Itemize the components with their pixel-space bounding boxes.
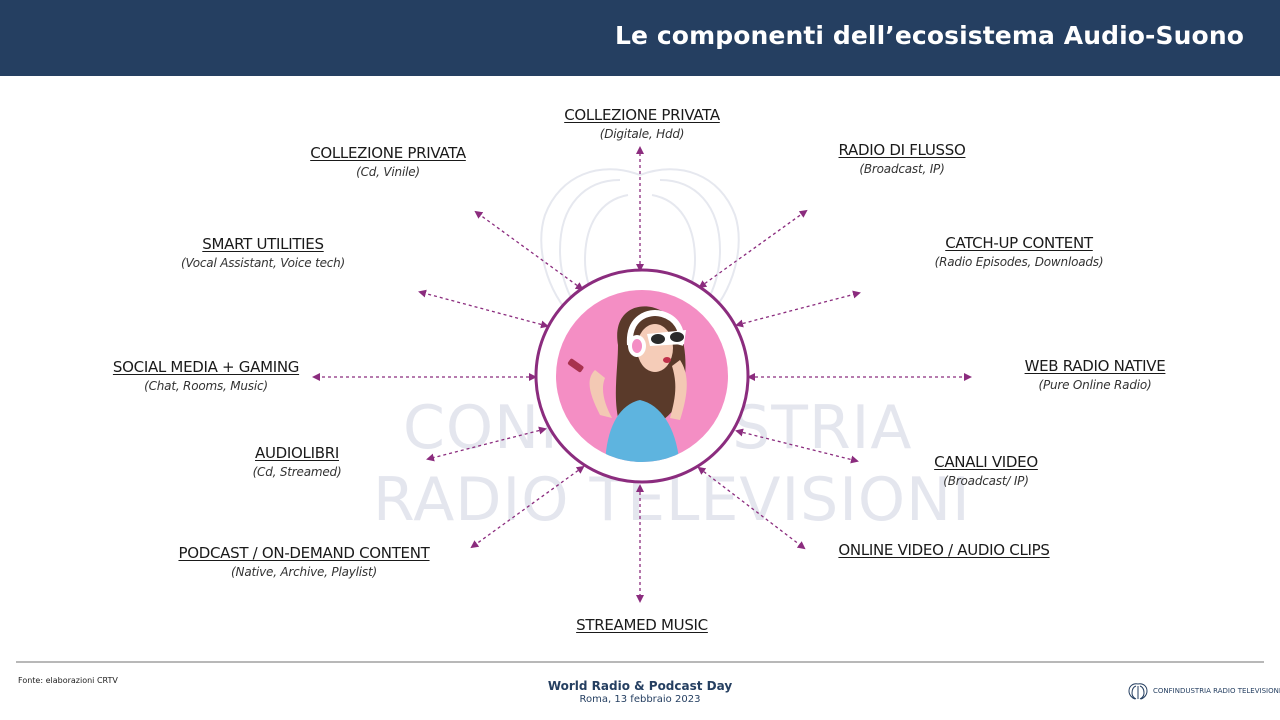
node-catch-up-content: CATCH-UP CONTENT (Radio Episodes, Downlo…	[935, 234, 1104, 269]
event-subtitle: Roma, 13 febbraio 2023	[579, 694, 701, 705]
node-title: PODCAST / ON-DEMAND CONTENT	[178, 544, 430, 562]
event-title: World Radio & Podcast Day	[547, 679, 733, 693]
connector-arrow-5	[697, 466, 806, 550]
node-subtitle: (Vocal Assistant, Voice tech)	[180, 256, 346, 270]
source-note: Fonte: elaborazioni CRTV	[18, 676, 118, 685]
node-subtitle: (Cd, Vinile)	[356, 165, 420, 179]
node-streamed-music: STREAMED MUSIC	[576, 616, 708, 634]
event-block: World Radio & Podcast Day Roma, 13 febbr…	[548, 679, 732, 705]
node-title: SMART UTILITIES	[202, 235, 324, 253]
connector-arrow-8	[426, 426, 547, 462]
center-photo	[556, 290, 728, 462]
node-web-radio-native: WEB RADIO NATIVE (Pure Online Radio)	[1025, 357, 1166, 392]
node-title: COLLEZIONE PRIVATA	[310, 144, 466, 162]
node-canali-video: CANALI VIDEO (Broadcast/ IP)	[934, 453, 1038, 488]
node-radio-di-flusso: RADIO DI FLUSSO (Broadcast, IP)	[839, 141, 966, 176]
brand-name: CONFINDUSTRIA RADIO TELEVISIONI	[1153, 687, 1280, 695]
connector-arrow-4	[735, 428, 859, 464]
node-subtitle: (Digitale, Hdd)	[599, 127, 685, 141]
connector-arrows	[312, 146, 972, 603]
node-collezione-privata-digitale: COLLEZIONE PRIVATA (Digitale, Hdd)	[564, 106, 720, 141]
node-online-video-audio-clips: ONLINE VIDEO / AUDIO CLIPS	[838, 541, 1050, 559]
node-smart-utilities: SMART UTILITIES (Vocal Assistant, Voice …	[181, 235, 345, 270]
node-title: STREAMED MUSIC	[576, 616, 708, 634]
node-title: SOCIAL MEDIA + GAMING	[112, 358, 300, 376]
connector-arrow-1	[698, 209, 808, 289]
connector-arrow-11	[474, 210, 584, 291]
node-subtitle: (Broadcast/ IP)	[943, 474, 1029, 488]
node-collezione-privata-cd: COLLEZIONE PRIVATA (Cd, Vinile)	[310, 144, 466, 179]
node-subtitle: (Chat, Rooms, Music)	[144, 379, 268, 393]
page-title: Le componenti dell’ecosistema Audio-Suon…	[615, 21, 1244, 50]
node-subtitle: (Native, Archive, Playlist)	[231, 565, 377, 579]
connector-arrow-10	[418, 289, 549, 329]
node-subtitle: (Broadcast, IP)	[859, 162, 945, 176]
node-social-media-gaming: SOCIAL MEDIA + GAMING (Chat, Rooms, Musi…	[113, 358, 299, 393]
connector-arrow-2	[735, 290, 861, 328]
node-subtitle: (Cd, Streamed)	[252, 465, 342, 479]
footer-divider	[16, 661, 1264, 663]
node-title: CANALI VIDEO	[934, 453, 1038, 471]
node-title: WEB RADIO NATIVE	[1024, 357, 1166, 375]
node-title: CATCH-UP CONTENT	[945, 234, 1093, 252]
connector-arrow-7	[470, 465, 585, 549]
brand-logo: CONFINDUSTRIA RADIO TELEVISIONI	[1127, 681, 1280, 701]
node-title: COLLEZIONE PRIVATA	[564, 106, 720, 124]
eagle-logo-icon	[1128, 683, 1148, 700]
header-bar: Le componenti dell’ecosistema Audio-Suon…	[0, 0, 1280, 76]
node-title: AUDIOLIBRI	[255, 444, 339, 462]
node-title: RADIO DI FLUSSO	[838, 141, 966, 159]
node-subtitle: (Radio Episodes, Downloads)	[934, 255, 1104, 269]
node-podcast-on-demand: PODCAST / ON-DEMAND CONTENT (Native, Arc…	[178, 544, 429, 579]
node-title: ONLINE VIDEO / AUDIO CLIPS	[838, 541, 1050, 559]
node-subtitle: (Pure Online Radio)	[1038, 378, 1152, 392]
node-audiolibri: AUDIOLIBRI (Cd, Streamed)	[253, 444, 342, 479]
